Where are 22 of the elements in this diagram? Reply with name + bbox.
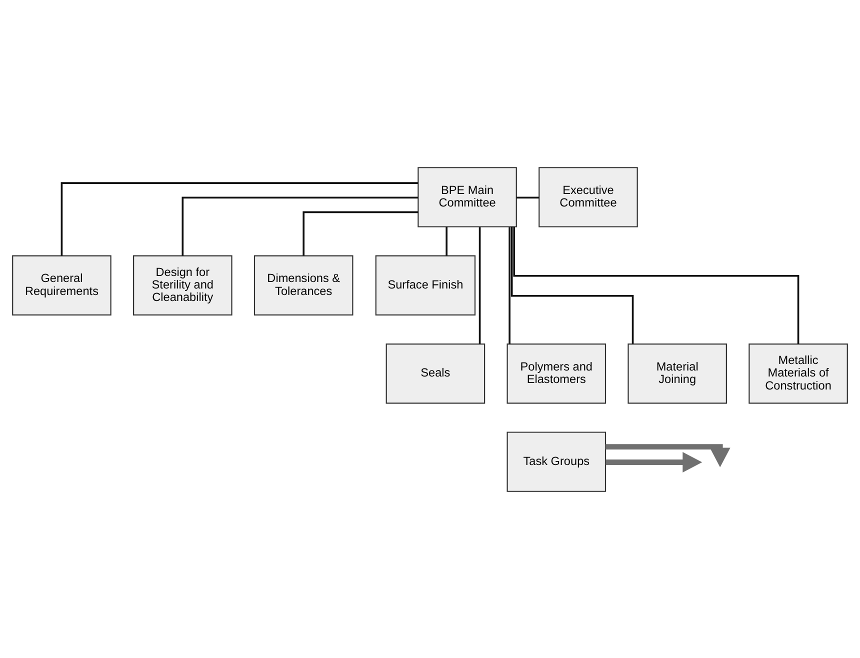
node-box: Executive Committee	[538, 166, 638, 227]
node-box: BPE Main Committee	[418, 166, 517, 227]
node-box: Metallic Materials of Construction	[748, 343, 848, 404]
connector	[516, 196, 540, 198]
node-box: Design for Sterility and Cleanability	[133, 254, 232, 315]
connector	[513, 226, 800, 344]
connector	[302, 210, 418, 256]
connector	[182, 196, 418, 256]
node-box: Polymers and Elastomers	[506, 343, 606, 404]
arrow	[606, 452, 702, 472]
connector	[60, 182, 418, 256]
node-box: Task Groups	[506, 431, 606, 492]
node-box: General Requirements	[12, 254, 112, 315]
connector	[508, 226, 510, 344]
node-box: Dimensions & Tolerances	[254, 254, 354, 315]
arrow	[606, 444, 730, 467]
node-box: Surface Finish	[375, 254, 476, 315]
connector	[446, 226, 448, 256]
connector	[478, 226, 481, 344]
node-box: Seals	[386, 343, 486, 404]
connector	[510, 226, 634, 344]
node-box: Material Joining	[628, 343, 727, 404]
